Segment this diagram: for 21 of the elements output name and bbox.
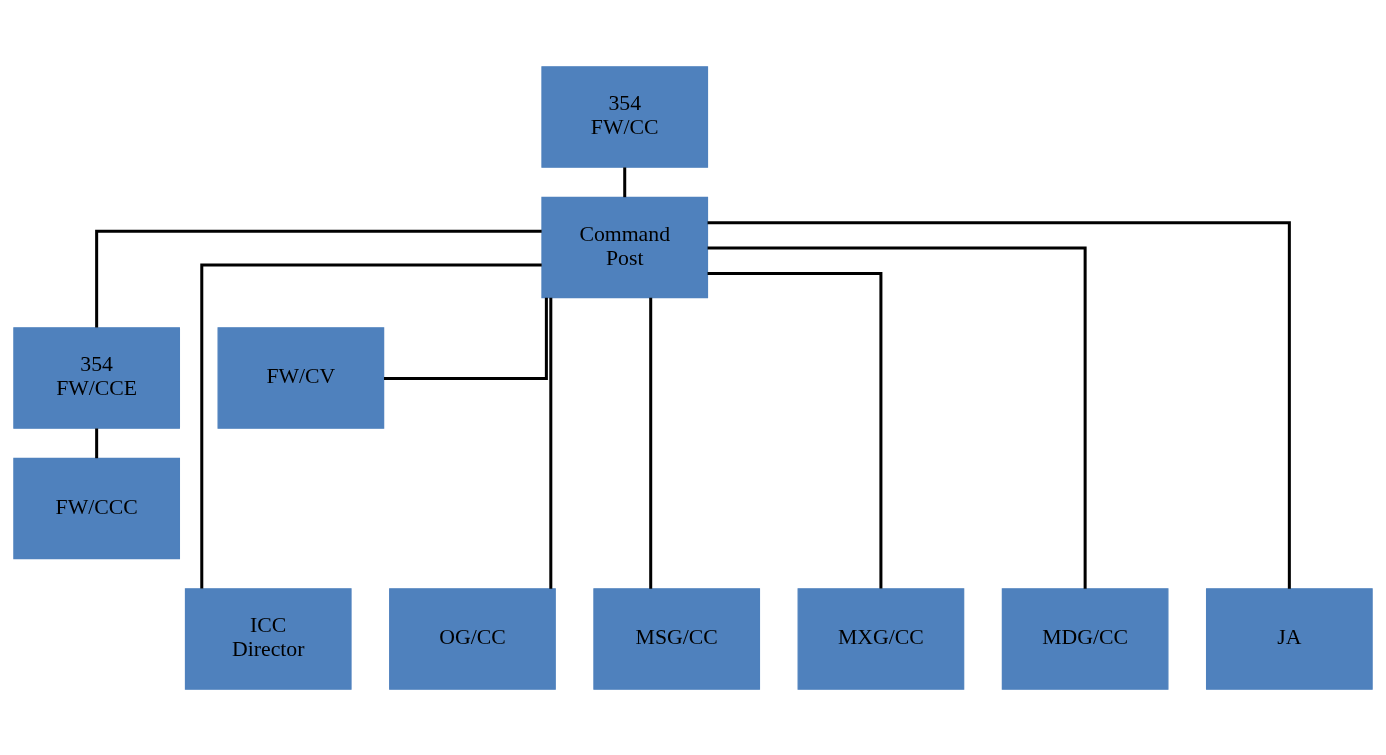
connector bbox=[95, 229, 542, 327]
node-box: JA bbox=[1205, 587, 1373, 690]
node-box: FW/CCC bbox=[13, 457, 181, 559]
node-box: ICC Director bbox=[184, 587, 352, 690]
node-box: 354 FW/CCE bbox=[13, 326, 181, 429]
node-box: MXG/CC bbox=[797, 587, 965, 690]
connector bbox=[707, 246, 1087, 589]
connector bbox=[200, 263, 542, 589]
connector bbox=[623, 166, 627, 197]
connector bbox=[707, 271, 883, 589]
node-box: MSG/CC bbox=[593, 587, 761, 690]
connector bbox=[549, 297, 553, 589]
node-box: FW/CV bbox=[217, 326, 385, 429]
connector bbox=[95, 427, 99, 458]
connector bbox=[707, 220, 1291, 589]
node-box: OG/CC bbox=[389, 587, 556, 690]
node-box: 354 FW/CC bbox=[541, 65, 709, 168]
node-box: Command Post bbox=[541, 196, 709, 298]
connector bbox=[649, 297, 653, 589]
connector bbox=[384, 297, 548, 380]
node-box: MDG/CC bbox=[1001, 587, 1169, 690]
